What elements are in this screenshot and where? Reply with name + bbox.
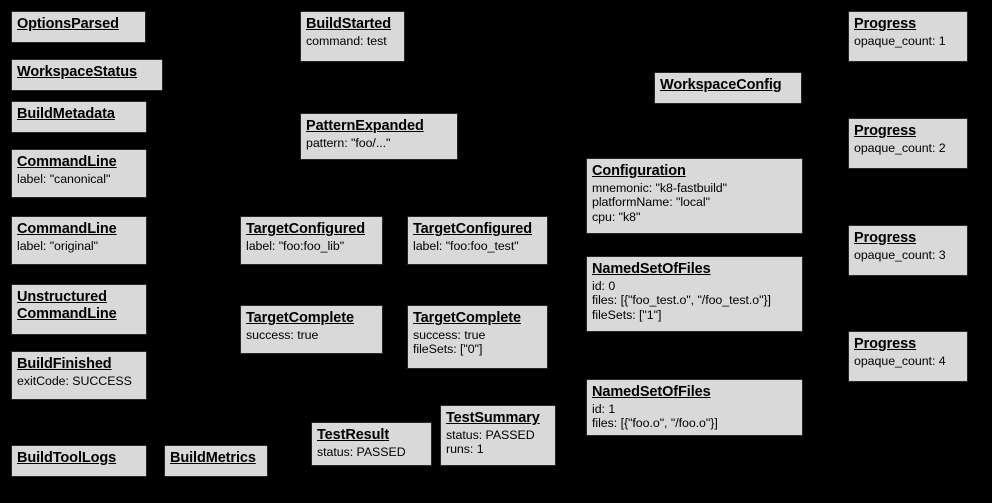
event-node-fields: opaque_count: 3	[854, 247, 946, 262]
event-node-title: TargetComplete	[246, 310, 354, 326]
event-node-fields: exitCode: SUCCESS	[17, 373, 132, 388]
event-node-fields: command: test	[306, 33, 387, 48]
event-node-title: WorkspaceStatus	[17, 64, 137, 80]
event-node-fields: label: "foo:foo_lib"	[246, 238, 345, 253]
event-node-build-metrics[interactable]: BuildMetrics	[164, 445, 268, 477]
event-node-fields: status: PASSED runs: 1	[446, 427, 535, 457]
event-node-options-parsed[interactable]: OptionsParsed	[11, 11, 146, 43]
event-node-fields: label: "original"	[17, 238, 98, 253]
event-node-title: BuildMetrics	[170, 450, 256, 466]
event-node-workspace-status[interactable]: WorkspaceStatus	[11, 59, 163, 91]
event-node-title: Progress	[854, 16, 917, 32]
event-node-title: BuildToolLogs	[17, 450, 117, 466]
event-node-title: Progress	[854, 336, 917, 352]
event-node-fields: success: true	[246, 327, 319, 342]
event-node-title: TargetConfigured	[246, 221, 365, 237]
event-node-fields: id: 1 files: [{"foo.o", "/foo.o"}]	[592, 401, 718, 431]
event-node-title: TargetConfigured	[413, 221, 532, 237]
event-node-title: Unstructured CommandLine	[17, 289, 117, 322]
event-node-workspace-config[interactable]: WorkspaceConfig	[654, 72, 802, 104]
event-node-fields: label: "canonical"	[17, 171, 111, 186]
event-node-fields: status: PASSED	[317, 444, 406, 459]
event-node-title: TargetComplete	[413, 310, 521, 326]
event-node-title: OptionsParsed	[17, 16, 119, 32]
event-node-title: CommandLine	[17, 154, 117, 170]
event-node-title: PatternExpanded	[306, 118, 424, 134]
event-node-fields: opaque_count: 2	[854, 140, 946, 155]
event-node-fields: opaque_count: 1	[854, 33, 946, 48]
event-node-title: NamedSetOfFiles	[592, 384, 711, 400]
event-node-title: CommandLine	[17, 221, 117, 237]
event-node-title: NamedSetOfFiles	[592, 261, 711, 277]
event-node-title: Configuration	[592, 163, 686, 179]
event-node-title: Progress	[854, 230, 917, 246]
event-node-fields: label: "foo:foo_test"	[413, 238, 519, 253]
event-node-fields: pattern: "foo/..."	[306, 135, 391, 150]
event-node-title: TestSummary	[446, 410, 540, 426]
event-node-title: BuildMetadata	[17, 106, 115, 122]
event-node-title: Progress	[854, 123, 917, 139]
event-node-title: TestResult	[317, 427, 390, 443]
event-node-unstructured-command-line[interactable]: Unstructured CommandLine	[11, 284, 147, 335]
event-node-fields: mnemonic: "k8-fastbuild" platformName: "…	[592, 180, 728, 224]
event-node-fields: opaque_count: 4	[854, 353, 946, 368]
event-node-fields: success: true fileSets: ["0"]	[413, 327, 486, 357]
event-node-title: BuildStarted	[306, 16, 392, 32]
event-node-title: BuildFinished	[17, 356, 112, 372]
event-node-build-metadata[interactable]: BuildMetadata	[11, 101, 147, 133]
event-node-fields: id: 0 files: [{"foo_test.o", "/foo_test.…	[592, 278, 771, 322]
event-node-build-tool-logs[interactable]: BuildToolLogs	[11, 445, 147, 477]
event-node-title: WorkspaceConfig	[660, 77, 782, 93]
